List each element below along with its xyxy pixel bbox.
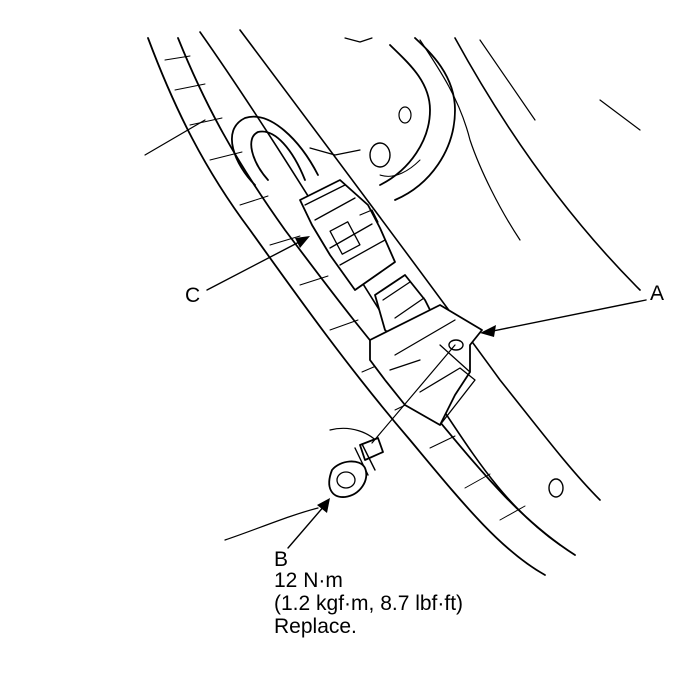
callout-label-a: A xyxy=(650,282,665,305)
callout-label-b: B xyxy=(274,548,289,571)
connector-c xyxy=(232,117,395,290)
bolt-b xyxy=(329,345,455,497)
torque-value: 12 N·m xyxy=(274,569,343,592)
replace-note: Replace. xyxy=(274,615,357,638)
leader-arrow-c xyxy=(295,236,310,248)
callout-label-c: C xyxy=(185,284,201,307)
leader-line-b xyxy=(288,505,325,548)
leader-line-c xyxy=(207,240,303,290)
leader-lines xyxy=(207,236,646,548)
leader-line-a xyxy=(488,300,646,332)
wire-harness xyxy=(148,38,575,575)
sensor-a xyxy=(370,275,482,425)
leader-arrow-a xyxy=(480,325,496,337)
torque-spec: 12 N·m (1.2 kgf·m, 8.7 lbf·ft) Replace. xyxy=(274,569,463,638)
torque-value-alt: (1.2 kgf·m, 8.7 lbf·ft) xyxy=(274,592,464,615)
leader-arrow-b xyxy=(317,498,330,513)
